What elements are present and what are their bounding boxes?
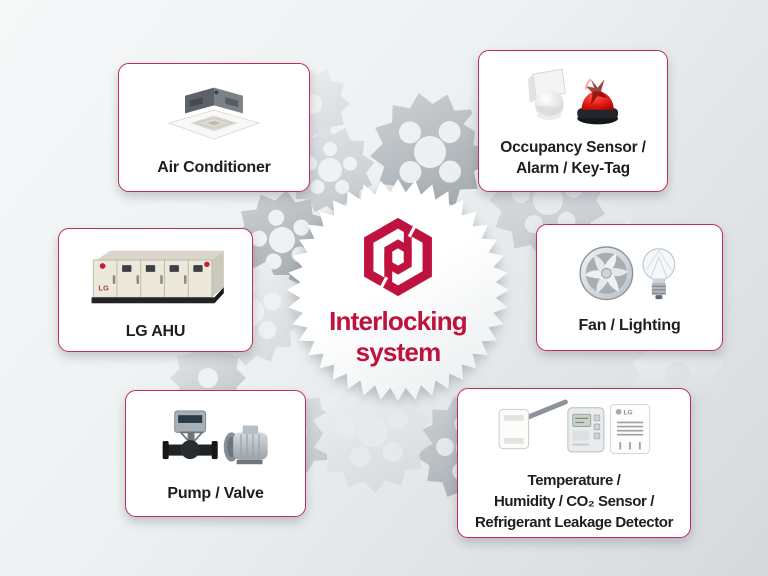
card-label: Pump / Valve <box>167 484 264 502</box>
pump-valve-image <box>147 404 285 478</box>
card-label: Air Conditioner <box>157 158 271 176</box>
center-title-line2: system <box>355 337 442 367</box>
logo-notch <box>407 224 417 238</box>
card-label: LG AHU <box>125 323 186 340</box>
center-title-line1: Interlocking <box>329 306 468 336</box>
ceiling-cassette-icon <box>167 87 261 140</box>
svg-text:LG: LG <box>624 409 633 416</box>
sensor-devices-icon: LG <box>498 399 651 455</box>
card-label: Occupancy Sensor / Alarm / Key-Tag <box>500 138 646 177</box>
gear-shape <box>313 370 433 494</box>
occupancy-sensor-alarm-image <box>507 64 639 132</box>
card-pump-valve: Pump / Valve <box>125 390 306 517</box>
card-temperature-humidity-co2-refrigerant: LG Temperature / Humidity / CO₂ Sensor /… <box>457 388 691 538</box>
card-label: Fan / Lighting <box>578 316 681 334</box>
card-air-conditioner: Air Conditioner <box>118 63 310 192</box>
card-label: Temperature / Humidity / CO₂ Sensor / Re… <box>474 472 674 531</box>
center-title: Interlocking system <box>288 306 508 368</box>
sensors-image: LG <box>471 393 677 465</box>
fan-and-bulb-icon <box>578 245 675 300</box>
logo-arm-left <box>384 239 412 286</box>
fan-lighting-image <box>563 240 697 310</box>
card-fan-lighting: Fan / Lighting <box>536 224 723 351</box>
svg-text:LG: LG <box>98 284 109 293</box>
card-occupancy-sensor-alarm-key-tag: Occupancy Sensor / Alarm / Key-Tag <box>478 50 668 192</box>
interlocking-hexagon-logo <box>364 217 432 297</box>
valve-and-pump-icon <box>162 409 268 464</box>
ahu-image: LG <box>72 238 240 316</box>
air-conditioner-image <box>151 78 277 152</box>
occupancy-sensor-and-alarm-icon <box>527 68 619 124</box>
logo-notch <box>379 276 389 290</box>
air-handling-unit-icon: LG <box>91 250 224 304</box>
logo-outer-hexagon <box>364 217 432 297</box>
card-lg-ahu: LG LG AHU <box>58 228 253 352</box>
